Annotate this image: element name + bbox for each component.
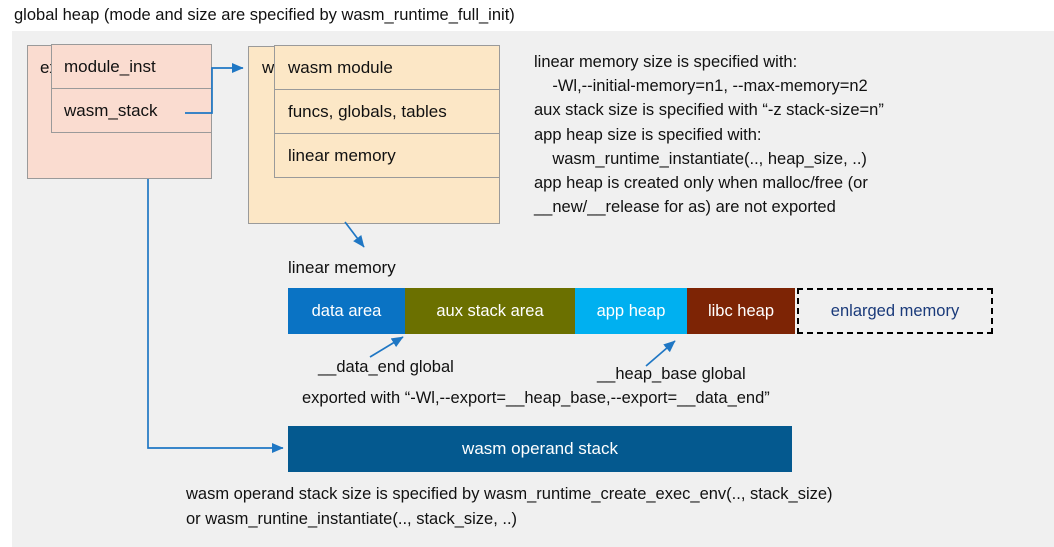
module-field-wasm-module-label: wasm module bbox=[288, 57, 393, 77]
annotation-data-end-global: __data_end global bbox=[318, 358, 454, 376]
linear-memory-caption: linear memory bbox=[288, 258, 396, 277]
memory-segment-libc-heap: libc heap bbox=[687, 288, 795, 334]
operand-stack-notes: wasm operand stack size is specified by … bbox=[186, 485, 833, 528]
module-field-funcs-globals-tables-label: funcs, globals, tables bbox=[288, 101, 447, 121]
wasm-operand-stack-box: wasm operand stack bbox=[288, 426, 792, 472]
wasm-module-instance-box: wasm module instance wasm module funcs, … bbox=[248, 45, 500, 224]
exec-env-field-wasm-stack-label: wasm_stack bbox=[64, 100, 158, 120]
page-title: global heap (mode and size are specified… bbox=[14, 6, 515, 24]
module-field-linear-memory: linear memory bbox=[274, 133, 500, 178]
wasm-operand-stack-label: wasm operand stack bbox=[462, 439, 618, 458]
exec-env-field-wasm-stack: wasm_stack bbox=[51, 88, 212, 133]
annotation-exported-with: exported with “-Wl,--export=__heap_base,… bbox=[302, 389, 770, 407]
annotation-heap-base-global: __heap_base global bbox=[597, 365, 746, 383]
memory-segment-data-area: data area bbox=[288, 288, 405, 334]
memory-segment-app-heap: app heap bbox=[575, 288, 687, 334]
module-field-linear-memory-label: linear memory bbox=[288, 145, 396, 165]
module-field-funcs-globals-tables: funcs, globals, tables bbox=[274, 89, 500, 134]
linear-memory-notes: linear memory size is specified with: -W… bbox=[534, 53, 884, 217]
module-field-wasm-module: wasm module bbox=[274, 45, 500, 90]
memory-segment-aux-stack-area: aux stack area bbox=[405, 288, 575, 334]
exec-env-field-module-inst-label: module_inst bbox=[64, 56, 156, 76]
exec-env-field-module-inst: module_inst bbox=[51, 44, 212, 89]
exec-env-box: exec_env module_inst wasm_stack bbox=[27, 44, 212, 179]
memory-segment-enlarged-memory: enlarged memory bbox=[797, 288, 993, 334]
